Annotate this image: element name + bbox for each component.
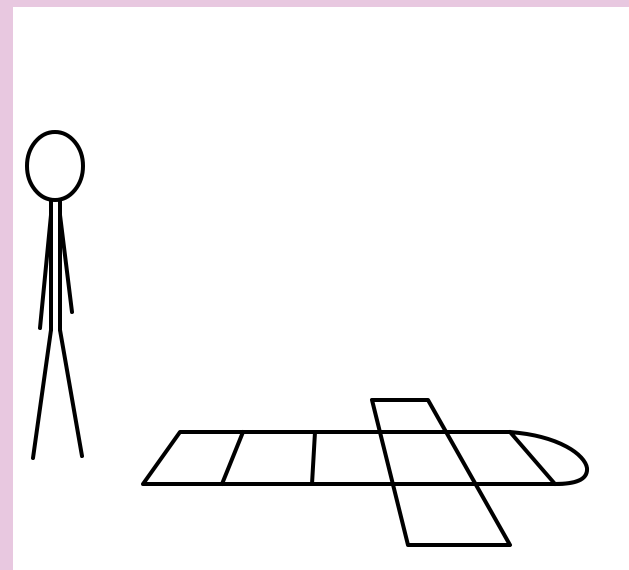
airplane-wing	[372, 400, 510, 545]
stick-figure-legs	[33, 330, 82, 458]
stick-figure-arms	[40, 215, 72, 328]
airplane-fuselage	[143, 432, 587, 484]
airplane	[143, 400, 587, 545]
stick-figure	[27, 132, 83, 458]
sketch-svg	[13, 7, 629, 570]
stick-figure-head	[27, 132, 83, 200]
airplane-panel-lines	[222, 432, 555, 484]
drawing-canvas	[13, 7, 629, 570]
